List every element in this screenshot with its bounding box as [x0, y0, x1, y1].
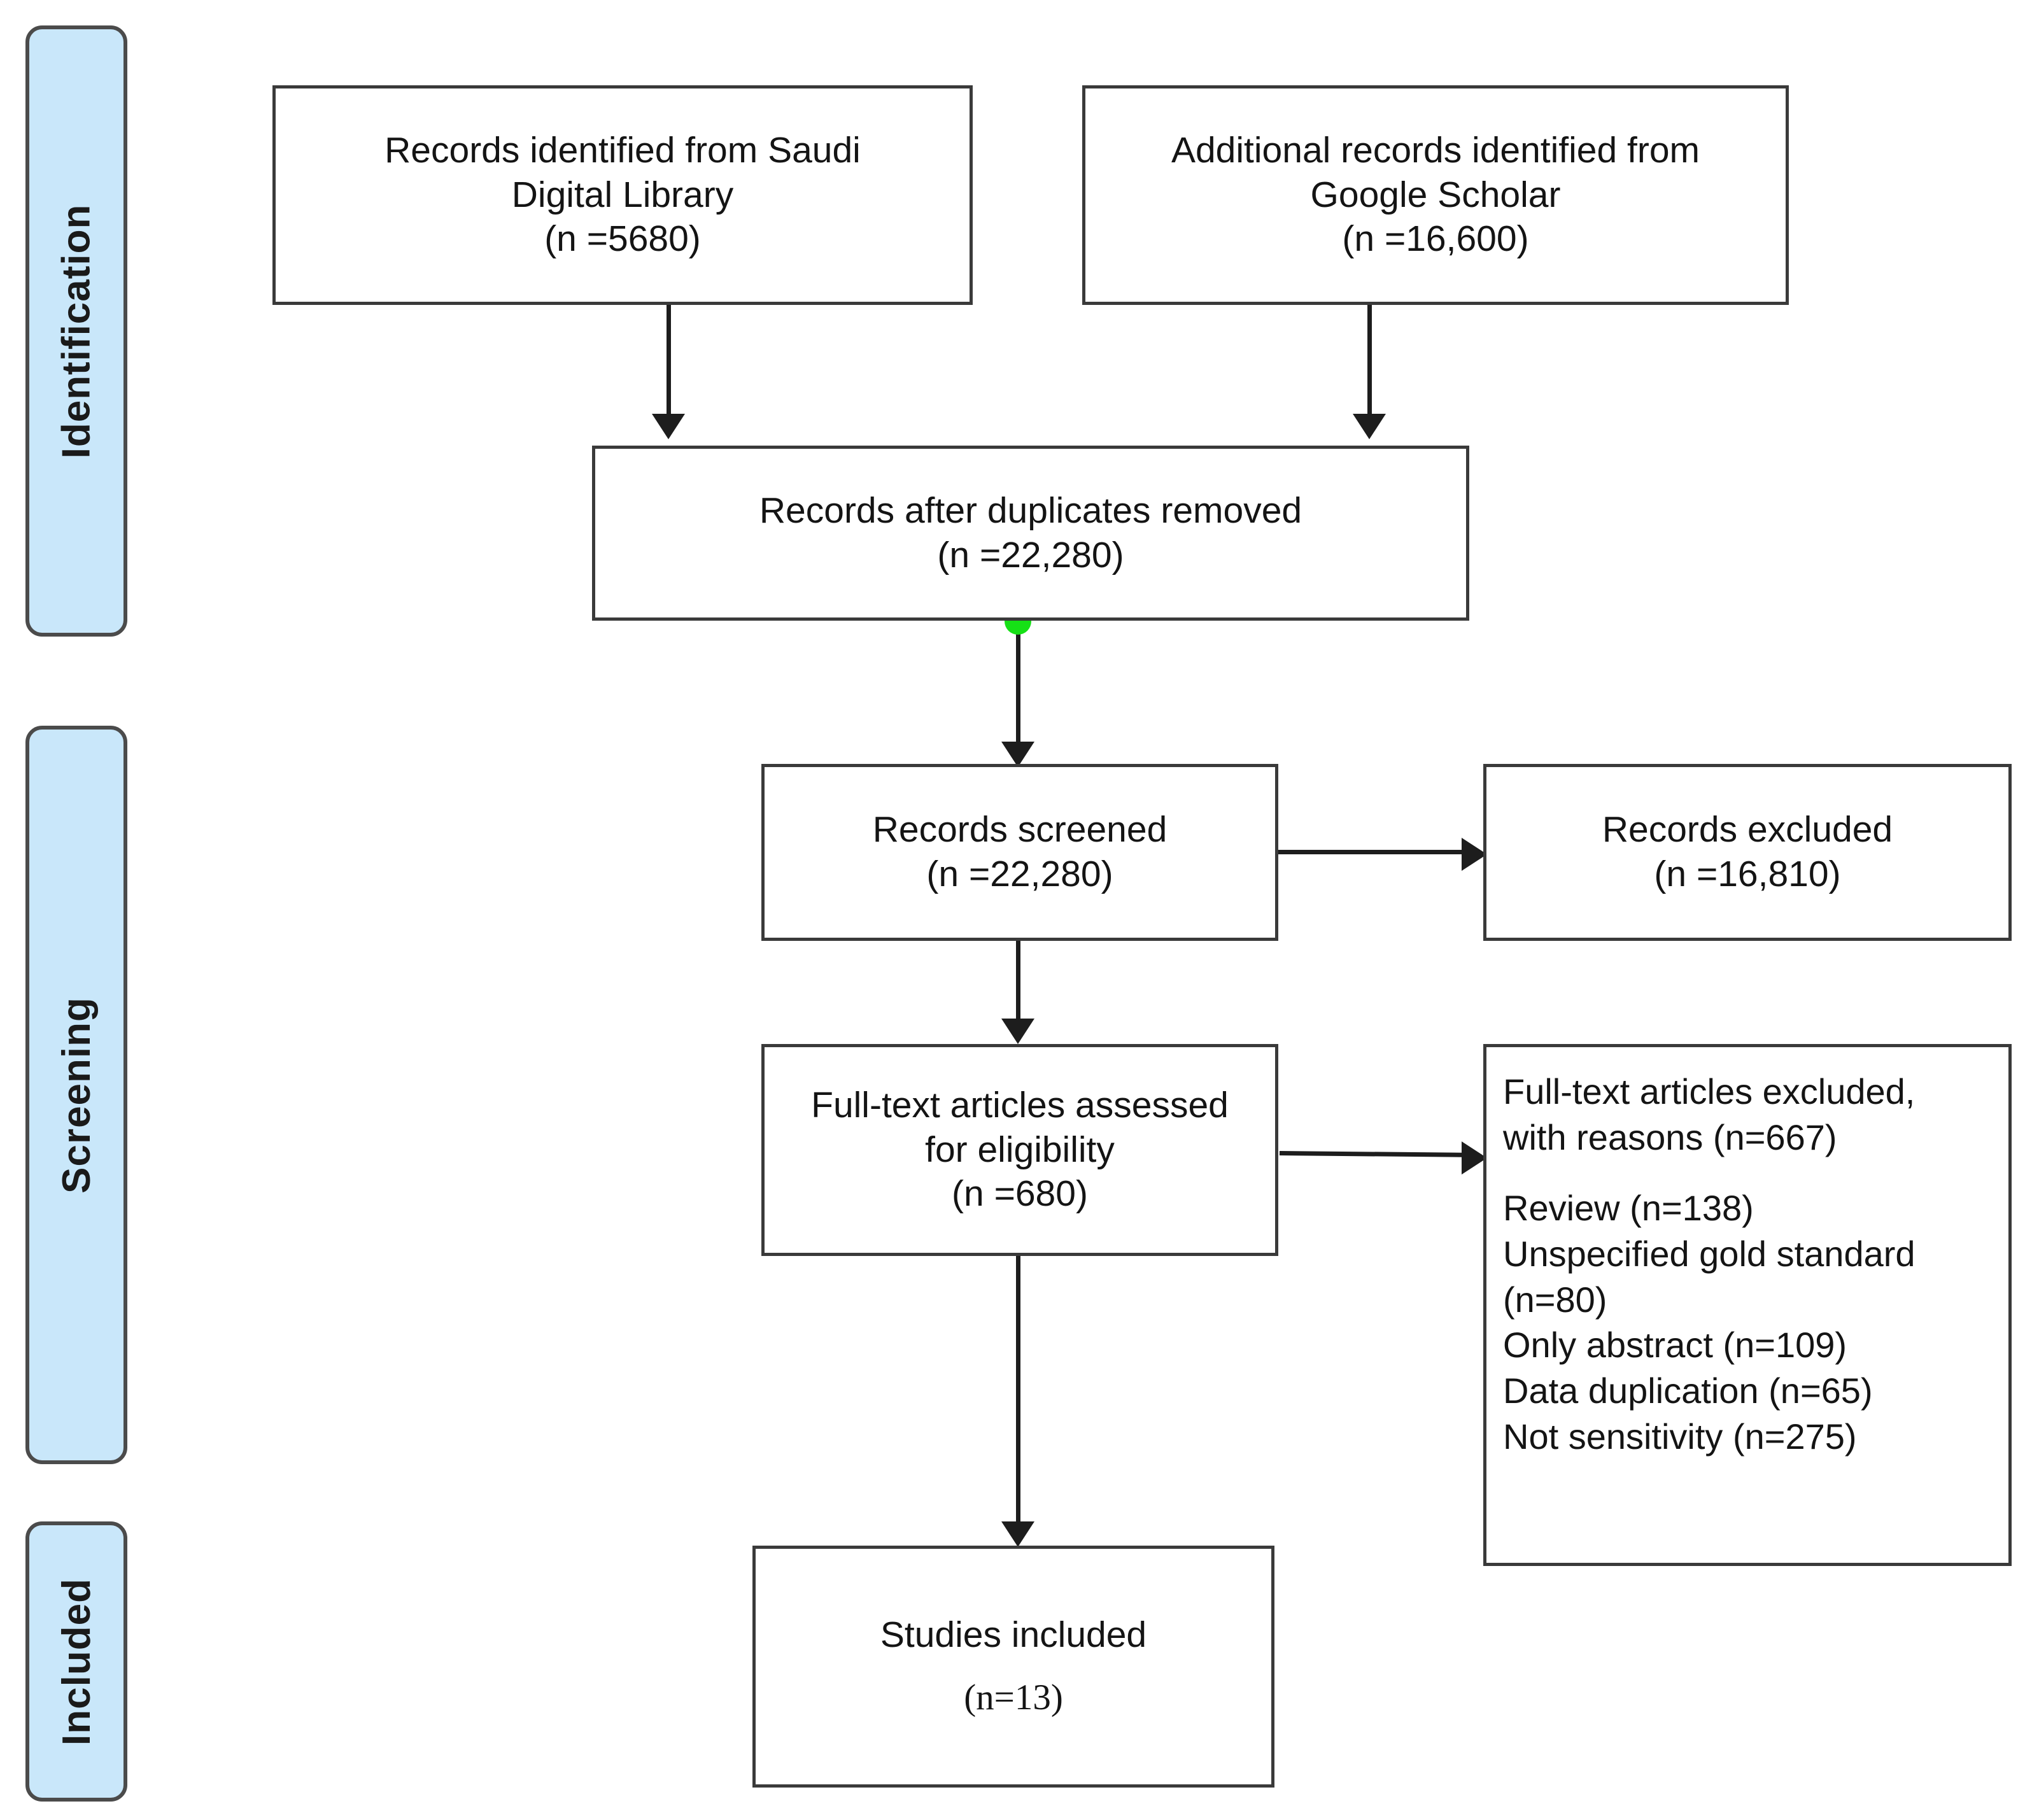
connector-fulltext-to-excluded — [1279, 1151, 1470, 1157]
box-duplicates-removed: Records after duplicates removed (n =22,… — [592, 446, 1469, 621]
arrow-fulltext-to-studies — [1001, 1521, 1034, 1547]
exclusion-reason-4: Only abstract (n=109) — [1503, 1325, 1847, 1365]
stage-label-included: Included — [54, 1577, 99, 1746]
stage-label-screening: Screening — [54, 996, 99, 1194]
excluded-line-2: (n =16,810) — [1654, 854, 1841, 894]
box-google-scholar: Additional records identified from Googl… — [1082, 85, 1789, 305]
connector-saudi-to-duplicates — [667, 304, 671, 419]
screened-line-1: Records screened — [872, 809, 1168, 850]
exclusion-reason-5: Data duplication (n=65) — [1503, 1371, 1873, 1411]
duplicates-line-1: Records after duplicates removed — [759, 490, 1302, 531]
box-records-excluded: Records excluded (n =16,810) — [1483, 764, 2012, 941]
exclusion-reason-3: (n=80) — [1503, 1279, 1607, 1320]
box-saudi-digital-library: Records identified from Saudi Digital Li… — [272, 85, 973, 305]
scholar-line-2: Google Scholar — [1310, 174, 1561, 215]
box-records-screened: Records screened (n =22,280) — [761, 764, 1278, 941]
arrow-screened-to-excluded — [1462, 838, 1487, 871]
connector-screened-to-excluded — [1278, 850, 1469, 854]
box-studies-included: Studies included (n=13) — [752, 1546, 1274, 1788]
fulltext-line-1: Full-text articles assessed — [811, 1085, 1229, 1126]
duplicates-line-2: (n =22,280) — [937, 534, 1124, 575]
stage-label-identification: Identification — [54, 204, 99, 458]
screened-line-2: (n =22,280) — [926, 854, 1113, 894]
exclusion-reason-1: Review (n=138) — [1503, 1188, 1754, 1229]
stage-pill-included: Included — [25, 1521, 127, 1802]
studies-line-2: (n=13) — [964, 1677, 1063, 1718]
fulltext-excluded-line-1: Full-text articles excluded, — [1503, 1071, 1916, 1111]
fulltext-line-2: for eligibility — [925, 1129, 1115, 1170]
saudi-line-2: Digital Library — [511, 174, 734, 215]
arrow-fulltext-to-excluded — [1462, 1141, 1487, 1175]
connector-scholar-to-duplicates — [1367, 304, 1372, 419]
scholar-line-3: (n =16,600) — [1342, 218, 1529, 260]
box-fulltext-assessed: Full-text articles assessed for eligibil… — [761, 1044, 1278, 1256]
saudi-line-1: Records identified from Saudi — [385, 130, 861, 171]
scholar-line-1: Additional records identified from — [1171, 130, 1700, 171]
arrow-duplicates-to-screened — [1001, 742, 1034, 767]
studies-line-1: Studies included — [880, 1614, 1147, 1656]
connector-fulltext-to-studies — [1016, 1256, 1020, 1527]
connector-screened-to-fulltext — [1016, 941, 1020, 1024]
exclusion-reason-6: Not sensitivity (n=275) — [1503, 1416, 1857, 1457]
arrow-scholar-to-duplicates — [1353, 414, 1386, 439]
arrow-screened-to-fulltext — [1001, 1019, 1034, 1044]
stage-pill-identification: Identification — [25, 25, 127, 637]
fulltext-line-3: (n =680) — [952, 1173, 1088, 1215]
saudi-line-3: (n =5680) — [544, 218, 701, 260]
excluded-line-1: Records excluded — [1602, 809, 1893, 850]
arrow-saudi-to-duplicates — [652, 414, 685, 439]
fulltext-excluded-line-2: with reasons (n=667) — [1503, 1117, 1837, 1157]
stage-pill-screening: Screening — [25, 726, 127, 1464]
exclusion-reason-2: Unspecified gold standard — [1503, 1234, 1916, 1274]
connector-duplicates-to-screened — [1016, 621, 1020, 748]
box-fulltext-excluded: Full-text articles excluded, with reason… — [1483, 1044, 2012, 1566]
